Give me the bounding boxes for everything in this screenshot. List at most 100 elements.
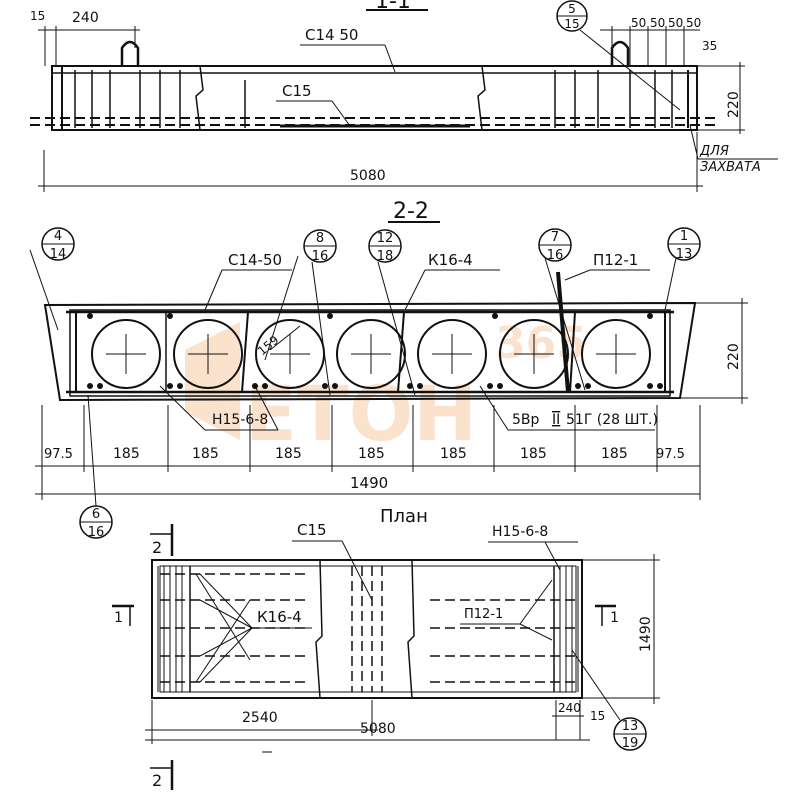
plan-cut-marks: 2 2 1 1 (112, 524, 619, 790)
callout-6-16: 6 16 (79, 394, 113, 540)
svg-text:16: 16 (547, 248, 564, 263)
plan-end-hatch-right (553, 566, 579, 692)
break-marks (195, 65, 486, 131)
plan-dims: 1490 2540 240 15 5080 (145, 554, 660, 753)
plan-view: План (112, 506, 660, 790)
callout-1-13: 1 13 (664, 227, 701, 311)
svg-text:8: 8 (316, 231, 324, 246)
lifting-loop-left (120, 40, 140, 66)
plan-outline (151, 559, 583, 699)
section-1-1-title: 1-1 (375, 0, 411, 14)
label-c15: С15 (282, 82, 312, 100)
dim-97-5-left: 97.5 (44, 447, 73, 462)
dims-section-2: 220 97.5 185 185 185 185 185 185 185 97.… (35, 298, 748, 500)
cut-mark-2-bottom: 2 (152, 771, 162, 790)
dim-185-2: 185 (192, 446, 219, 462)
plan-inner-outline (159, 565, 577, 693)
plan-label-k16-4: К16-4 (257, 608, 302, 626)
void-6 (499, 319, 569, 389)
callout-5-15: 5 15 (556, 0, 681, 111)
svg-text:14: 14 (50, 247, 67, 262)
callout-5-bottom: 15 (564, 17, 579, 31)
plan-labels: С15 Н15-6-8 К16-4 П12-1 (199, 521, 578, 683)
dim-185-7: 185 (601, 446, 628, 462)
void-5 (417, 319, 487, 389)
plan-dim-15: 15 (590, 709, 605, 723)
hollow-cores (91, 319, 651, 389)
label-c14-50: С14 50 (305, 26, 358, 44)
label-rebar-5vr: 5Вр (512, 412, 540, 428)
svg-text:13: 13 (676, 247, 693, 262)
watermark-text-main: ЕТОН (245, 369, 477, 458)
callout-12-18: 12 18 (368, 229, 416, 396)
plan-title: План (380, 506, 428, 527)
plan-end-hatch-left (157, 566, 191, 692)
callout-8-16: 8 16 (264, 229, 337, 396)
plan-dim-240: 240 (558, 701, 581, 715)
svg-text:7: 7 (551, 230, 559, 245)
strand-dots (87, 313, 663, 389)
svg-text:16: 16 (88, 525, 105, 540)
plan-dim-width-1490: 1490 (638, 616, 654, 652)
void-1 (91, 319, 161, 389)
dim-width-1490: 1490 (350, 474, 388, 492)
void-7 (581, 319, 651, 389)
loop-p12-1 (556, 271, 570, 393)
dim-185-4: 185 (358, 446, 385, 462)
plan-label-n15-6-8: Н15-6-8 (492, 524, 548, 540)
end-stirrups-left (61, 66, 246, 130)
svg-text:18: 18 (377, 249, 394, 264)
dim-50-b: 50 (650, 16, 665, 30)
dim-height-220-section2: 220 (726, 343, 742, 370)
dim-240: 240 (72, 10, 99, 26)
end-stirrups-right (554, 70, 689, 128)
plan-break-lines (315, 559, 415, 699)
svg-text:1: 1 (680, 229, 688, 244)
dim-185-5: 185 (440, 446, 467, 462)
dim-50-d: 50 (686, 16, 701, 30)
reinforcement-cage (69, 309, 671, 397)
void-4 (336, 319, 406, 389)
cut-mark-1-right: 1 (610, 610, 619, 626)
section-2-2: 2-2 (29, 199, 748, 540)
plan-dim-2540: 2540 (242, 710, 278, 726)
dim-97-5-right: 97.5 (656, 447, 685, 462)
dim-15-left: 15 (30, 9, 45, 23)
svg-text:4: 4 (54, 229, 62, 244)
plan-label-c15: С15 (297, 521, 327, 539)
label-c14-50-section2: С14-50 (228, 251, 282, 269)
dim-185-3: 185 (275, 446, 302, 462)
note-for-gripping-line2: ЗАХВАТА (700, 160, 761, 175)
dim-length-5080: 5080 (350, 168, 386, 184)
watermark-logo (185, 322, 240, 440)
callout-13-19: 13 19 (571, 649, 647, 751)
callout-4-14: 4 14 (29, 227, 75, 331)
svg-text:16: 16 (312, 249, 329, 264)
web-frames (75, 311, 666, 393)
note-for-gripping-line1: ДЛЯ (699, 144, 729, 159)
dim-50-c: 50 (668, 16, 683, 30)
callout-13-top: 13 (622, 719, 639, 734)
dim-185-1: 185 (113, 446, 140, 462)
callout-13-bottom: 19 (622, 736, 639, 751)
svg-text:12: 12 (377, 231, 394, 246)
svg-text:6: 6 (92, 507, 100, 522)
label-k16-4-section2: К16-4 (428, 251, 473, 269)
dim-height-220: 220 (726, 91, 742, 118)
plan-mesh-lines (160, 566, 576, 692)
dim-35: 35 (702, 39, 717, 53)
void-diameter-label: 159 (255, 325, 301, 358)
plan-label-p12-1: П12-1 (464, 607, 503, 622)
section-2-callouts: 4 14 8 16 12 18 7 (29, 227, 701, 540)
slab-side-outline (51, 65, 698, 131)
dim-185-6: 185 (520, 446, 547, 462)
label-rebar-class: II (552, 412, 560, 428)
cut-mark-1-left: 1 (114, 610, 123, 626)
label-rebar-tail: 51Г (28 ШТ.) (566, 412, 658, 428)
callout-7-16: 7 16 (538, 228, 586, 391)
label-n15-6-8-section2: Н15-6-8 (212, 412, 268, 428)
label-p12-1-section2: П12-1 (593, 251, 638, 269)
dims-section-1: 15 240 50 50 50 50 35 220 5080 (30, 9, 745, 192)
